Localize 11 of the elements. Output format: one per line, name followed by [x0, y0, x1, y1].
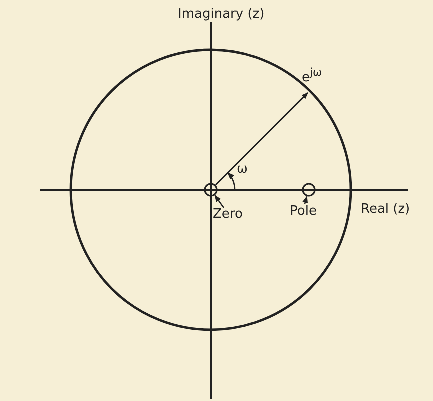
leader-line	[214, 195, 225, 208]
node-label: Zero	[213, 208, 243, 221]
node-label: e$^{jω}$	[302, 68, 322, 84]
axis-label: Imaginary (z)	[178, 8, 265, 21]
angle-label: ω	[237, 163, 248, 176]
pole-marker	[302, 183, 316, 197]
leader-line	[302, 196, 308, 204]
node-label: Pole	[290, 205, 317, 218]
zero-marker	[204, 183, 218, 197]
axis-label: Real (z)	[361, 203, 410, 216]
arrow	[215, 92, 309, 186]
